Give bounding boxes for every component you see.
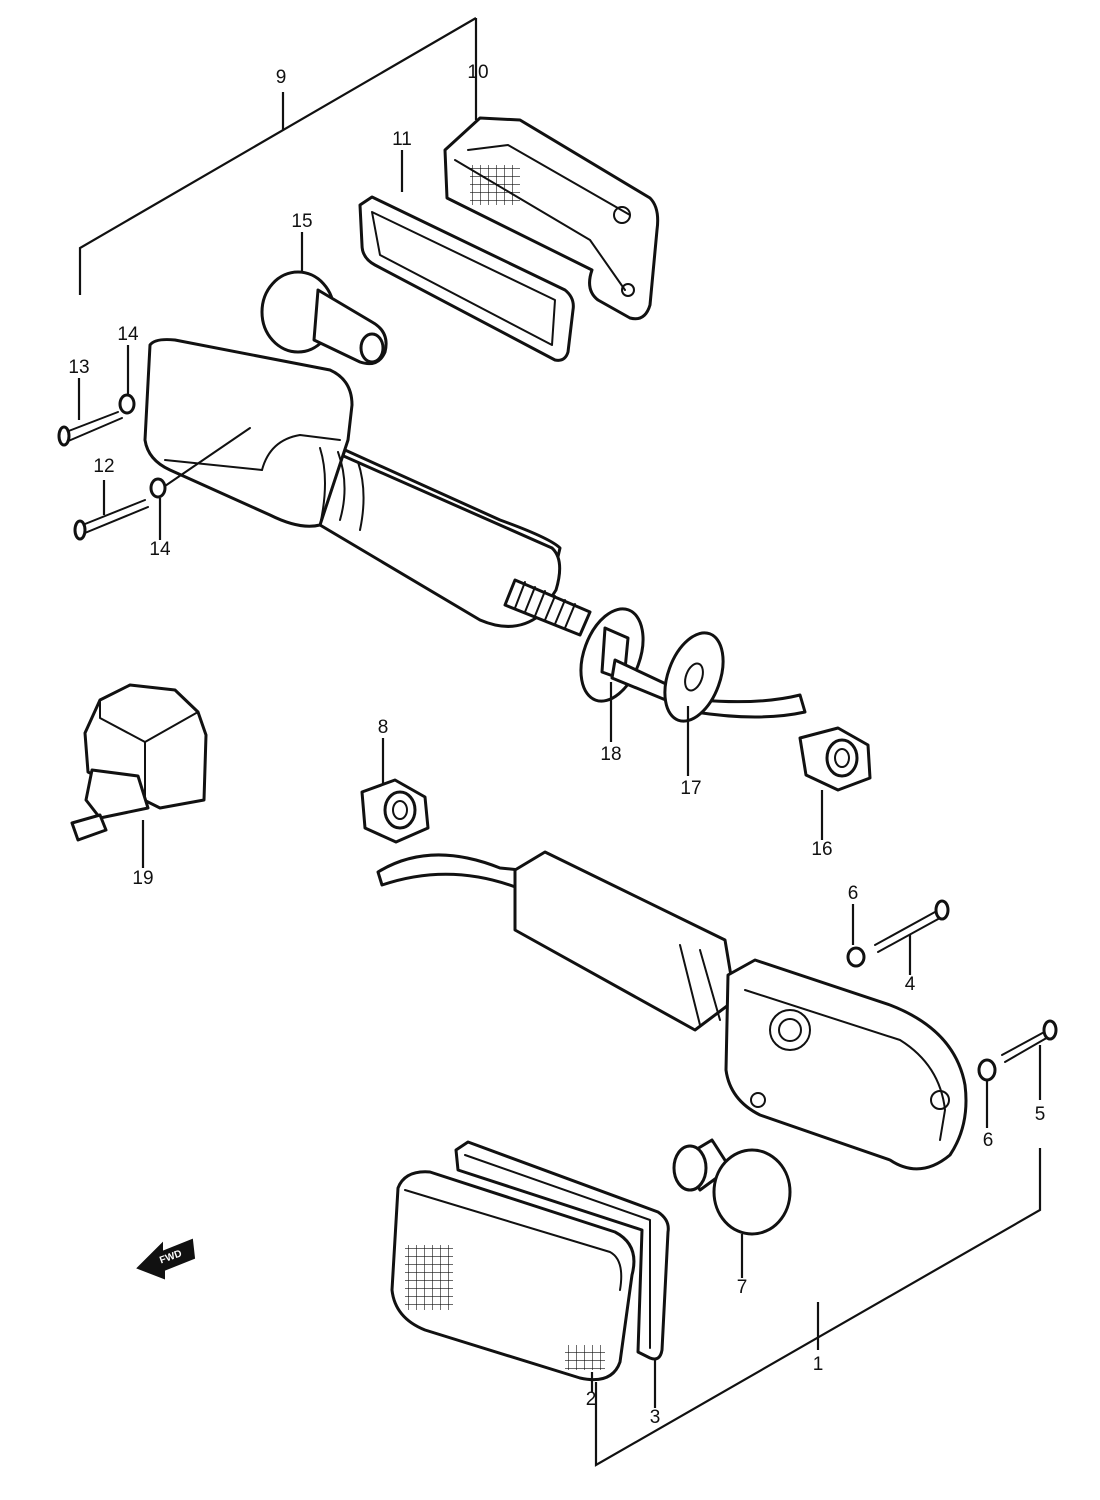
lower-gasket	[454, 1140, 670, 1361]
callout-13: 13	[68, 357, 89, 378]
leader-lines	[77, 150, 1042, 1408]
callout-10: 10	[467, 62, 488, 83]
callout-11: 11	[392, 129, 412, 150]
callout-17: 17	[680, 778, 701, 799]
lower-lens	[390, 1170, 636, 1382]
callout-19: 19	[132, 868, 153, 889]
lower-bulb	[672, 1138, 792, 1236]
callout-7: 7	[737, 1277, 748, 1298]
callout-8: 8	[378, 717, 389, 738]
callout-9: 9	[276, 67, 287, 88]
callout-4: 4	[905, 974, 916, 995]
washer-14-lower	[149, 427, 251, 499]
bracket-lower-assembly	[594, 1148, 1042, 1467]
screw-4	[874, 899, 950, 953]
callout-5: 5	[1035, 1104, 1046, 1125]
callout-1: 1	[813, 1354, 824, 1375]
screw-12	[73, 499, 149, 541]
upper-lens	[443, 116, 660, 321]
callout-6-lower: 6	[983, 1130, 994, 1151]
nut-8	[360, 778, 430, 844]
stem-spring	[503, 578, 592, 637]
washer-6-upper	[846, 946, 866, 968]
bracket-upper-assembly	[78, 17, 478, 295]
callout-6-upper: 6	[848, 883, 859, 904]
cable-lower	[376, 853, 522, 890]
grommet-17	[663, 631, 725, 723]
callout-3: 3	[650, 1407, 661, 1428]
flasher-relay	[70, 683, 208, 842]
callout-12: 12	[93, 456, 114, 477]
callout-16: 16	[811, 839, 832, 860]
lower-housing	[513, 850, 968, 1171]
upper-housing	[143, 338, 562, 628]
upper-gasket	[358, 195, 575, 362]
callout-14-lower: 14	[149, 539, 171, 560]
cable-upper	[610, 658, 807, 719]
upper-bulb	[260, 270, 388, 366]
screw-5	[1001, 1019, 1058, 1063]
washer-6-lower	[977, 1058, 997, 1082]
nut-16	[798, 726, 872, 792]
callout-labels: 9 10 11 15 14 13 12 14 8 18 17 16 19 6 4…	[68, 62, 1045, 1428]
callout-15: 15	[291, 211, 312, 232]
callout-18: 18	[600, 744, 621, 765]
callout-2: 2	[586, 1389, 597, 1410]
callout-14-upper: 14	[117, 324, 139, 345]
screw-13	[57, 411, 123, 447]
washer-14-upper	[118, 393, 136, 415]
forward-arrow-icon: FWD	[136, 1238, 196, 1280]
